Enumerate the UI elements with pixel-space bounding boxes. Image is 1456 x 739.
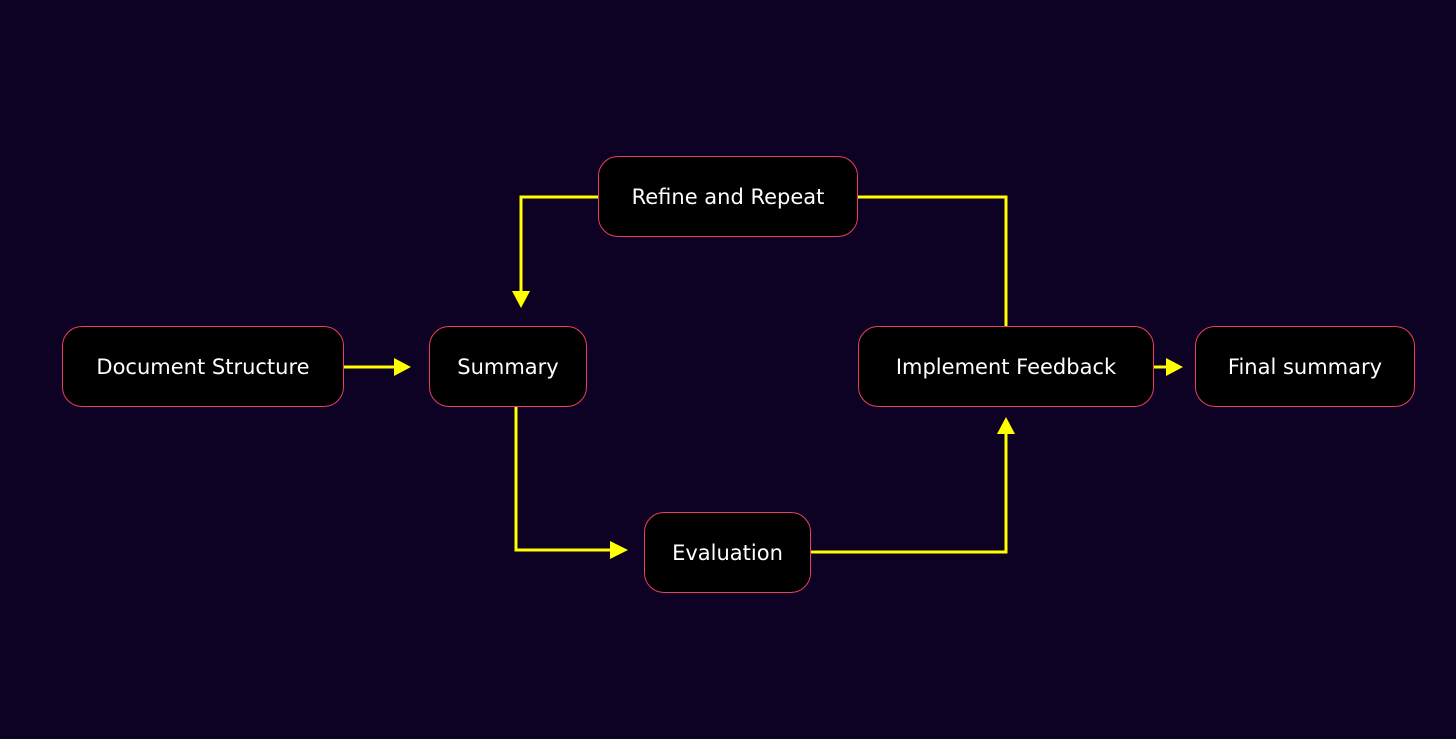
arrowhead-into-implement-bottom <box>997 417 1015 434</box>
node-final-summary: Final summary <box>1195 326 1415 407</box>
arrow-evaluation-to-implement <box>811 434 1008 554</box>
node-implement-feedback: Implement Feedback <box>858 326 1154 407</box>
arrowhead-into-summary-top <box>512 291 530 308</box>
arrowhead-into-evaluation <box>610 541 628 559</box>
node-refine-and-repeat: Refine and Repeat <box>598 156 858 237</box>
arrow-refine-to-summary <box>519 195 598 292</box>
node-document-structure: Document Structure <box>62 326 344 407</box>
line-implement-to-refine <box>858 195 1008 326</box>
node-summary: Summary <box>429 326 587 407</box>
arrowhead-into-summary-left <box>394 358 411 376</box>
node-evaluation: Evaluation <box>644 512 811 593</box>
arrowhead-into-final <box>1166 358 1183 376</box>
arrow-summary-to-evaluation <box>514 407 612 552</box>
